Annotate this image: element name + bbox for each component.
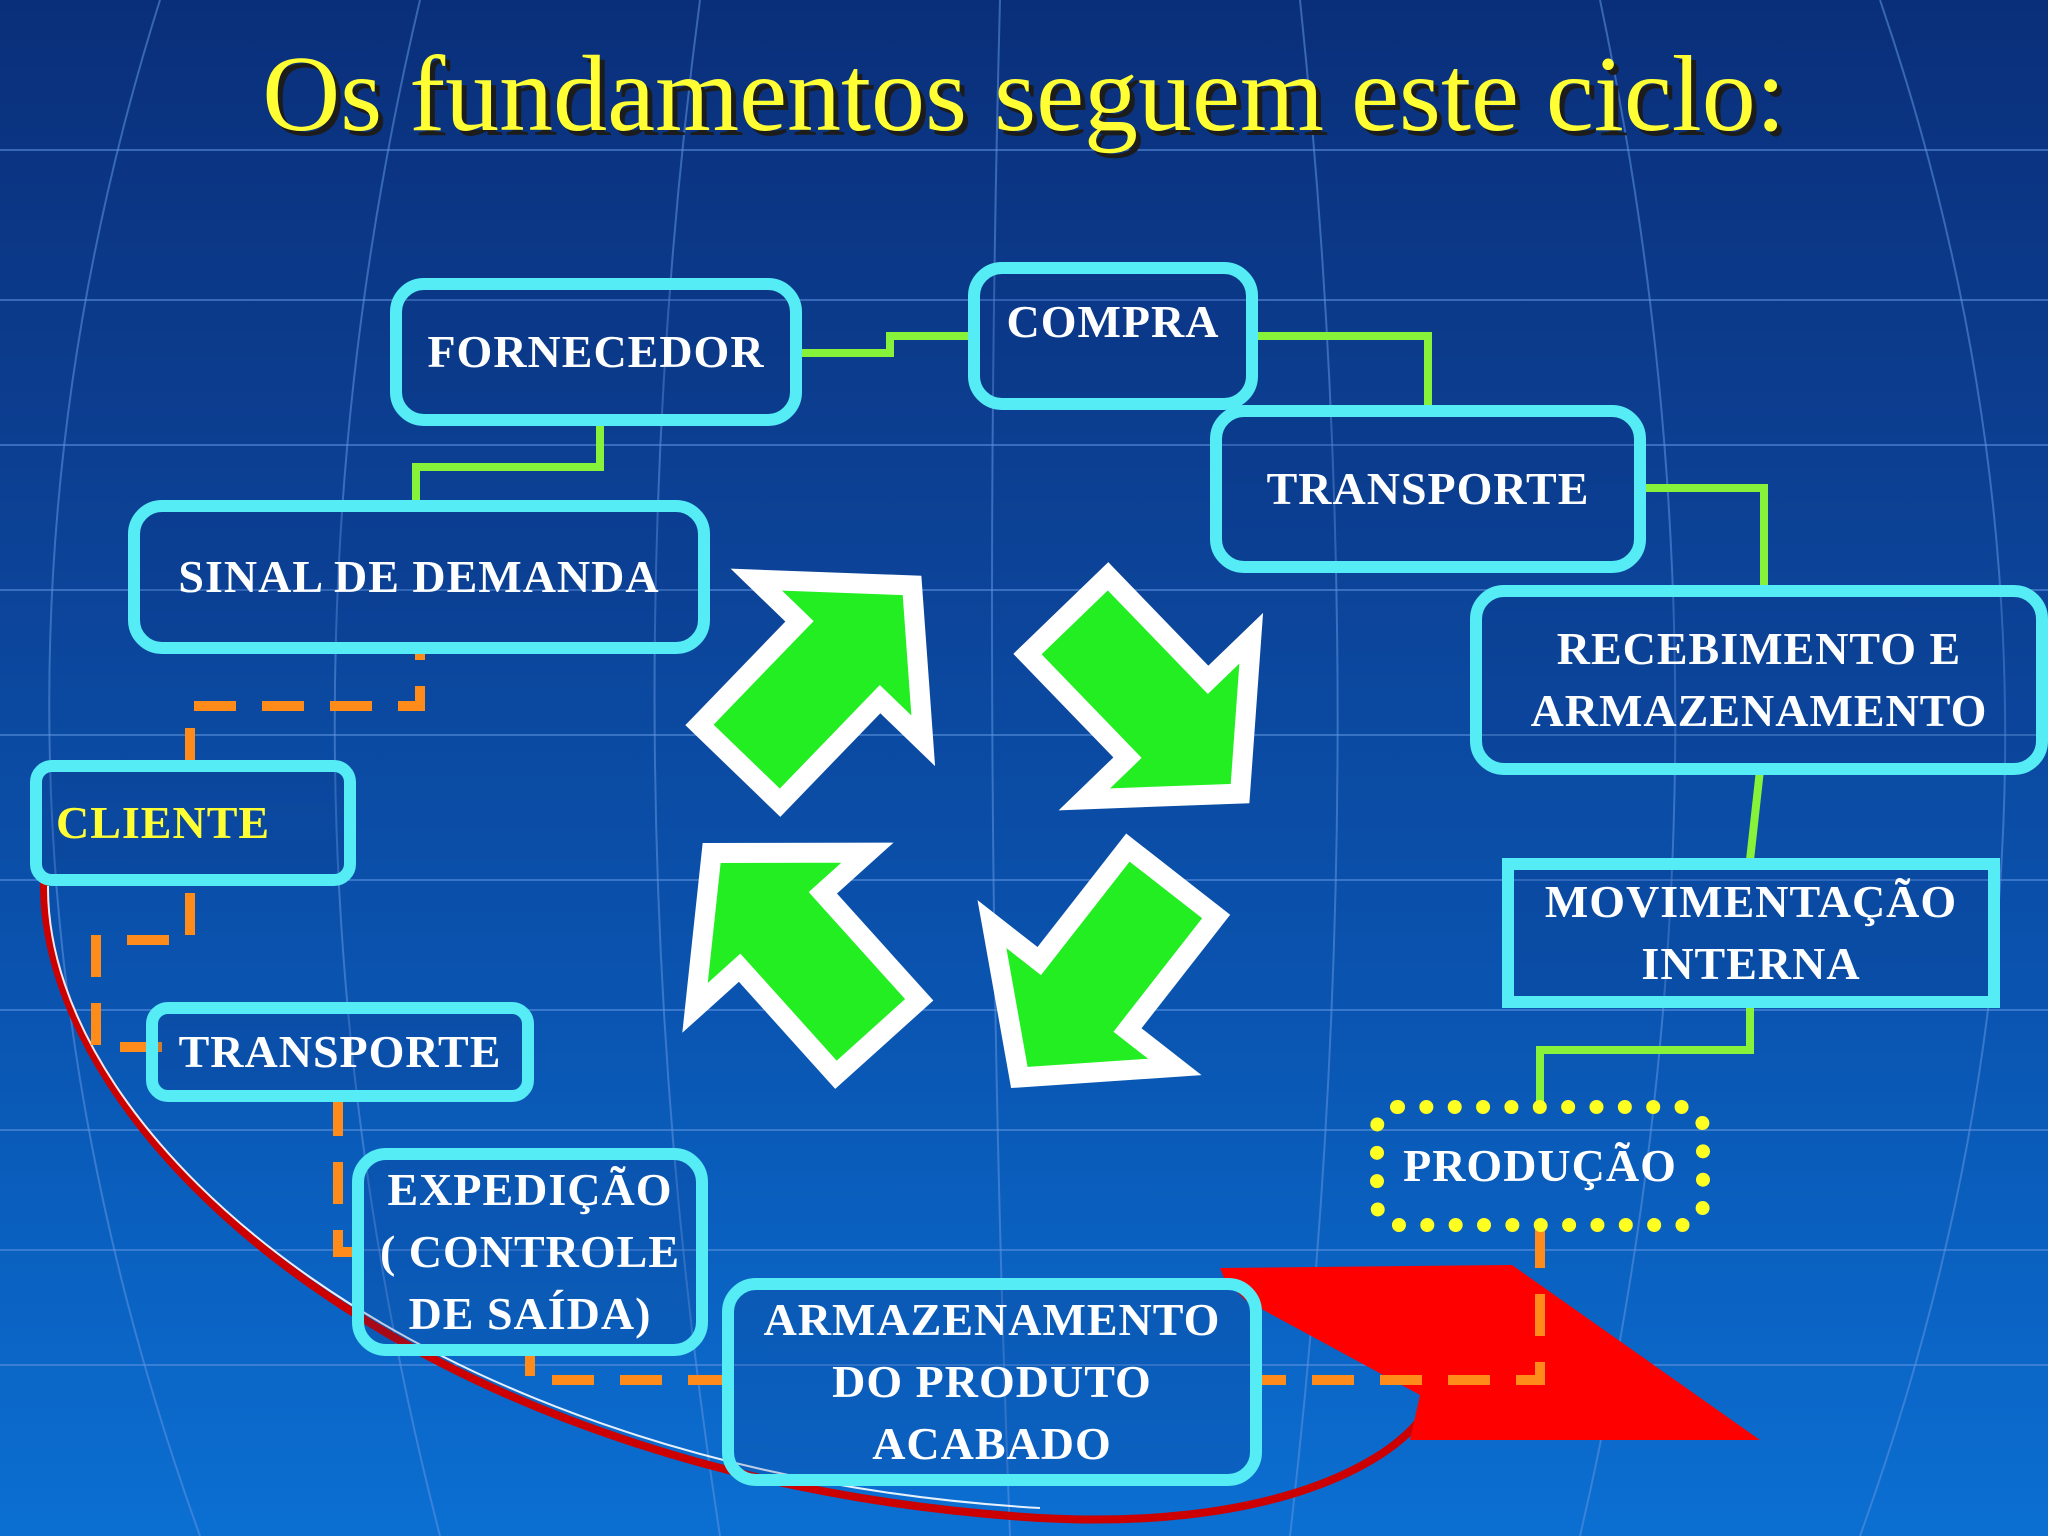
node-recebimento: RECEBIMENTO E ARMAZENAMENTO	[1470, 585, 2048, 775]
arrow-down-left-icon	[977, 833, 1231, 1089]
node-transporte-top-label: TRANSPORTE	[1266, 463, 1590, 514]
connector-armazenamento-expedicao	[525, 1348, 730, 1385]
node-sinal-demanda-label: SINAL DE DEMANDA	[178, 551, 660, 602]
node-compra-label: COMPRA	[1006, 296, 1220, 347]
node-movimentacao: MOVIMENTAÇÃO INTERNA	[1502, 858, 2000, 1008]
center-arrows	[682, 562, 1264, 1089]
connector-transporte-recebimento	[1640, 484, 1768, 590]
node-transporte-top: TRANSPORTE	[1210, 405, 1646, 573]
connector-expedicao-transporte	[333, 1098, 358, 1257]
node-armazenamento-produto-label: ARMAZENAMENTO DO PRODUTO ACABADO	[763, 1294, 1221, 1469]
return-arrow-curve	[39, 879, 1424, 1524]
connector-transporte-cliente	[91, 880, 195, 1052]
node-expedicao: EXPEDIÇÃO ( CONTROLE DE SAÍDA)	[352, 1148, 708, 1356]
connector-cliente-sinal	[185, 648, 425, 770]
node-transporte-bottom: TRANSPORTE	[146, 1002, 534, 1102]
node-compra: COMPRA	[968, 262, 1258, 410]
arrow-down-right-icon	[1013, 562, 1264, 811]
slide-title: Os fundamentos seguem este ciclo:	[262, 35, 1786, 154]
return-arrow-head	[1220, 1265, 1760, 1440]
node-producao-label: PRODUÇÃO	[1403, 1140, 1677, 1191]
connector-producao-armazenamento	[1252, 1226, 1545, 1385]
node-fornecedor-label: FORNECEDOR	[427, 326, 765, 377]
node-fornecedor: FORNECEDOR	[390, 278, 802, 426]
return-arrow	[39, 879, 1760, 1524]
node-cliente-label: CLIENTE	[56, 797, 271, 848]
connector-compra-transporte	[1250, 332, 1432, 410]
node-producao: PRODUÇÃO	[1370, 1100, 1710, 1232]
node-sinal-demanda: SINAL DE DEMANDA	[128, 500, 710, 654]
arrow-up-right-icon	[685, 568, 936, 817]
node-armazenamento-produto: ARMAZENAMENTO DO PRODUTO ACABADO	[722, 1278, 1262, 1486]
node-transporte-bottom-label: TRANSPORTE	[178, 1026, 502, 1077]
return-arrow-curve-highlight	[46, 885, 1041, 1509]
node-expedicao-label: EXPEDIÇÃO ( CONTROLE DE SAÍDA)	[379, 1164, 681, 1339]
arrow-up-left-icon	[682, 842, 934, 1089]
node-recebimento-label: RECEBIMENTO E ARMAZENAMENTO	[1530, 623, 1988, 736]
connector-recebimento-movimentacao	[1746, 769, 1764, 861]
connector-fornecedor-sinal	[412, 422, 604, 505]
node-cliente: CLIENTE	[30, 760, 356, 886]
green-connectors	[412, 332, 1768, 1106]
connector-movimentacao-producao	[1536, 1000, 1754, 1106]
connector-fornecedor-compra	[800, 332, 975, 357]
node-movimentacao-label: MOVIMENTAÇÃO INTERNA	[1544, 876, 1958, 989]
orange-connectors	[91, 648, 1545, 1385]
